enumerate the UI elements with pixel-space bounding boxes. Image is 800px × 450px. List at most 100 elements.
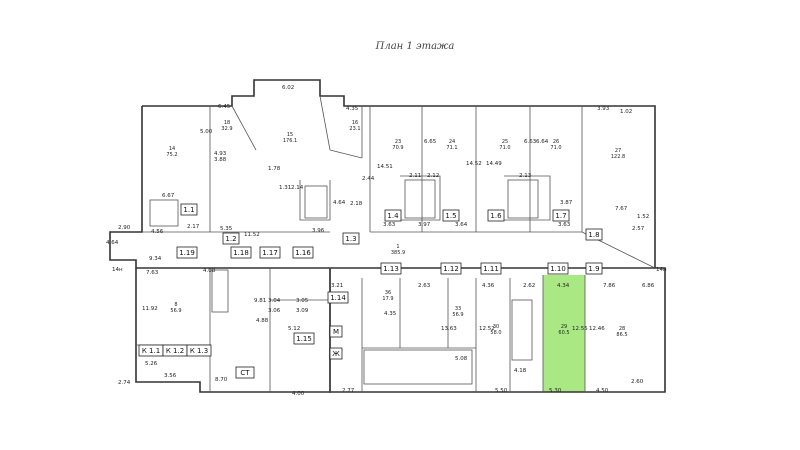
svg-text:3.63: 3.63 <box>383 222 396 228</box>
room-area: 60.5 <box>558 330 569 336</box>
room-area: 58.0 <box>490 330 501 336</box>
room-area: 32.9 <box>221 126 232 132</box>
room-number: 8 <box>174 302 177 308</box>
svg-text:5.30: 5.30 <box>549 388 562 394</box>
room-area: 176.1 <box>283 138 297 144</box>
label-box: Ж <box>329 347 343 360</box>
svg-text:14.52: 14.52 <box>466 161 482 167</box>
svg-text:6.67: 6.67 <box>162 193 175 199</box>
svg-text:2.57: 2.57 <box>632 226 645 232</box>
room-area: 56.9 <box>452 312 463 318</box>
label-box: К 1.3 <box>186 344 212 357</box>
svg-text:2.44: 2.44 <box>362 176 375 182</box>
svg-text:3.87: 3.87 <box>560 200 573 206</box>
room-number: 33 <box>455 306 461 312</box>
svg-text:1.02: 1.02 <box>620 109 632 115</box>
svg-text:1.2: 1.2 <box>225 235 236 243</box>
svg-text:9.34: 9.34 <box>149 256 162 262</box>
svg-text:1.13: 1.13 <box>383 265 399 273</box>
grid-labels: 1.1 1.2 1.3 1.4 1.5 1.6 1.7 1.8 1.9 1.10… <box>138 203 603 379</box>
room-number: 28 <box>619 326 625 332</box>
svg-text:К 1.2: К 1.2 <box>166 347 184 355</box>
svg-text:3.97: 3.97 <box>418 222 431 228</box>
svg-text:Ж: Ж <box>332 350 340 358</box>
room-number: 14 <box>169 146 175 152</box>
room-number: 29 <box>561 324 567 330</box>
label-box: 1.1 <box>180 203 198 216</box>
svg-text:1.15: 1.15 <box>296 335 312 343</box>
svg-text:2.17: 2.17 <box>187 224 200 230</box>
label-box: 1.5 <box>442 209 460 222</box>
svg-text:1.3: 1.3 <box>345 235 356 243</box>
svg-text:8.70: 8.70 <box>215 377 228 383</box>
svg-text:5.08: 5.08 <box>455 356 468 362</box>
svg-text:12.55: 12.55 <box>572 326 588 332</box>
svg-text:1.17: 1.17 <box>262 249 278 257</box>
room-number: 15 <box>287 132 293 138</box>
svg-text:2.60: 2.60 <box>631 379 644 385</box>
room-area: 23.1 <box>349 126 360 132</box>
room-area: 56.9 <box>170 308 181 314</box>
label-box: 1.19 <box>176 246 198 259</box>
room-number: 16 <box>352 120 358 126</box>
svg-text:11.92: 11.92 <box>142 306 158 312</box>
label-box: 1.10 <box>547 262 569 275</box>
room-area: 385.9 <box>391 250 405 256</box>
room-area: 71.1 <box>446 145 457 151</box>
label-box: 1.13 <box>380 262 402 275</box>
svg-text:14.49: 14.49 <box>486 161 502 167</box>
svg-text:3.88: 3.88 <box>214 157 227 163</box>
label-box: 1.12 <box>440 262 462 275</box>
svg-text:3.06: 3.06 <box>268 308 281 314</box>
svg-text:1.16: 1.16 <box>295 249 311 257</box>
svg-text:1.4: 1.4 <box>387 212 399 220</box>
room-number: 26 <box>553 139 559 145</box>
svg-text:1.10: 1.10 <box>550 265 566 273</box>
room-area: 17.9 <box>382 296 393 302</box>
svg-text:2.13: 2.13 <box>519 173 532 179</box>
svg-text:12.52: 12.52 <box>479 326 495 332</box>
dimensions: 6.02 6.45 4.35 3.93 1.02 5.00 4.93 3.88 … <box>106 85 655 397</box>
label-box: М <box>329 325 343 338</box>
svg-text:1.14: 1.14 <box>330 294 346 302</box>
svg-text:5.26: 5.26 <box>145 361 158 367</box>
label-box: К 1.2 <box>162 344 188 357</box>
label-box: К 1.1 <box>138 344 164 357</box>
svg-text:1.31: 1.31 <box>279 185 291 191</box>
svg-text:7.86: 7.86 <box>603 283 616 289</box>
room-area: 71.0 <box>550 145 561 151</box>
svg-text:3.63: 3.63 <box>558 222 571 228</box>
svg-text:3.93: 3.93 <box>597 106 610 112</box>
svg-text:2.12: 2.12 <box>427 173 439 179</box>
svg-text:1.19: 1.19 <box>179 249 195 257</box>
svg-text:СТ: СТ <box>240 369 250 377</box>
svg-text:1.5: 1.5 <box>445 212 456 220</box>
svg-text:5.00: 5.00 <box>200 129 213 135</box>
svg-text:1.18: 1.18 <box>233 249 249 257</box>
svg-text:3.05: 3.05 <box>296 298 309 304</box>
svg-text:9.81: 9.81 <box>254 298 266 304</box>
svg-text:4.18: 4.18 <box>514 368 527 374</box>
svg-text:2.62: 2.62 <box>523 283 535 289</box>
svg-text:3.21: 3.21 <box>331 283 343 289</box>
svg-text:4.88: 4.88 <box>256 318 269 324</box>
svg-text:14.51: 14.51 <box>377 164 393 170</box>
highlighted-room <box>543 275 585 392</box>
svg-text:1.11: 1.11 <box>483 265 499 273</box>
label-box: 1.2 <box>222 232 240 245</box>
room-area: 70.9 <box>392 145 403 151</box>
svg-text:5.50: 5.50 <box>495 388 508 394</box>
interior-walls-upper <box>142 95 656 269</box>
room-number: 27 <box>615 148 621 154</box>
svg-text:1.78: 1.78 <box>268 166 281 172</box>
svg-text:1.6: 1.6 <box>490 212 502 220</box>
label-box: 1.15 <box>293 332 315 345</box>
svg-text:3.96: 3.96 <box>312 228 325 234</box>
room-number: 25 <box>502 139 508 145</box>
svg-text:3.56: 3.56 <box>164 373 177 379</box>
svg-text:6.02: 6.02 <box>282 85 294 91</box>
svg-text:3.64: 3.64 <box>455 222 468 228</box>
svg-text:1.7: 1.7 <box>555 212 566 220</box>
stairs <box>149 179 539 385</box>
